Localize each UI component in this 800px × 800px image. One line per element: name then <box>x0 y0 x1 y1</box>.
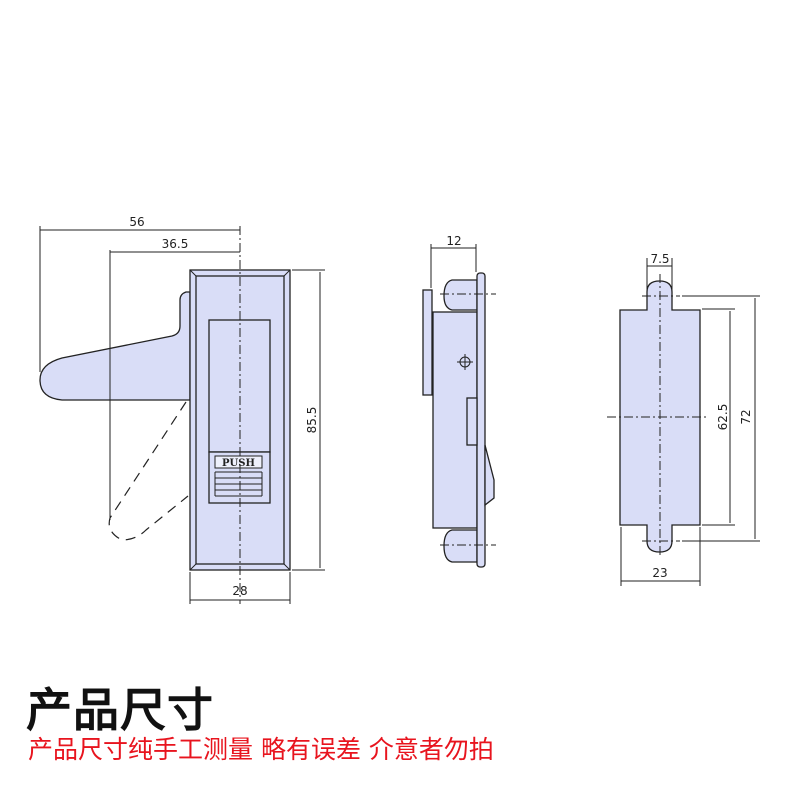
dim-56: 56 <box>129 215 144 229</box>
dim-28: 28 <box>232 584 247 598</box>
trigger <box>484 444 495 507</box>
section-title: 产品尺寸 <box>26 683 214 737</box>
dim-12: 12 <box>446 234 461 248</box>
side-view: 12 <box>422 234 496 568</box>
dim-85-5: 85.5 <box>305 407 319 434</box>
handle-open-position <box>108 401 189 541</box>
dim-7-5: 7.5 <box>650 252 669 266</box>
cam-slot <box>466 397 478 446</box>
top-stud <box>443 279 478 311</box>
front-view: PUSH 56 36.5 85.5 28 <box>39 215 325 604</box>
dim-36-5: 36.5 <box>162 237 189 251</box>
push-grip-lines <box>214 471 263 497</box>
push-label: PUSH <box>222 458 255 469</box>
dim-23: 23 <box>652 566 667 580</box>
dim-72: 72 <box>739 409 753 424</box>
flange-side <box>476 272 486 568</box>
handle-side <box>422 289 433 396</box>
measurement-disclaimer: 产品尺寸纯手工测量 略有误差 介意者勿拍 <box>28 735 494 764</box>
bottom-stud <box>443 529 478 563</box>
back-view: 7.5 62.5 72 23 <box>607 252 760 586</box>
handle <box>39 291 191 401</box>
dim-62-5: 62.5 <box>716 404 730 431</box>
